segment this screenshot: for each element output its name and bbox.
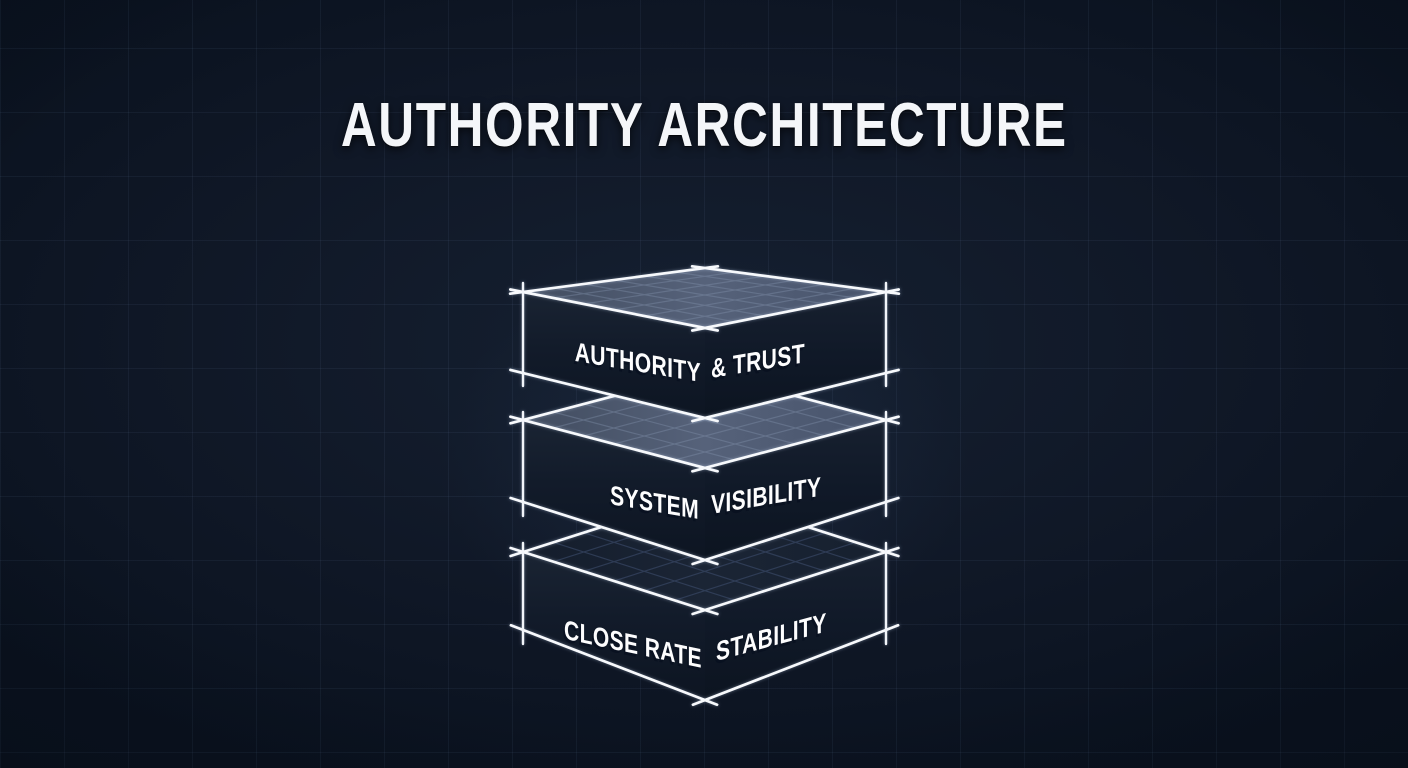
layer1-dimension-lines [521, 281, 888, 388]
layer-authority-trust: AUTHORITY AUTHORITY & TRUST & TRUST [508, 264, 901, 423]
layer1-edges [508, 264, 901, 423]
layer3-right-face [705, 552, 886, 700]
page-title: AUTHORITY ARCHITECTURE [0, 95, 1408, 157]
page-title-text: AUTHORITY ARCHITECTURE [340, 91, 1068, 160]
layer2-left-face [523, 420, 705, 560]
layer1-left-face [523, 292, 705, 418]
layer2-dimension-lines [521, 410, 888, 518]
layer1-right-face [705, 292, 886, 418]
layer3-dimension-lines [521, 541, 888, 646]
layer2-right-face [705, 420, 886, 560]
layer3-left-face [523, 552, 705, 700]
